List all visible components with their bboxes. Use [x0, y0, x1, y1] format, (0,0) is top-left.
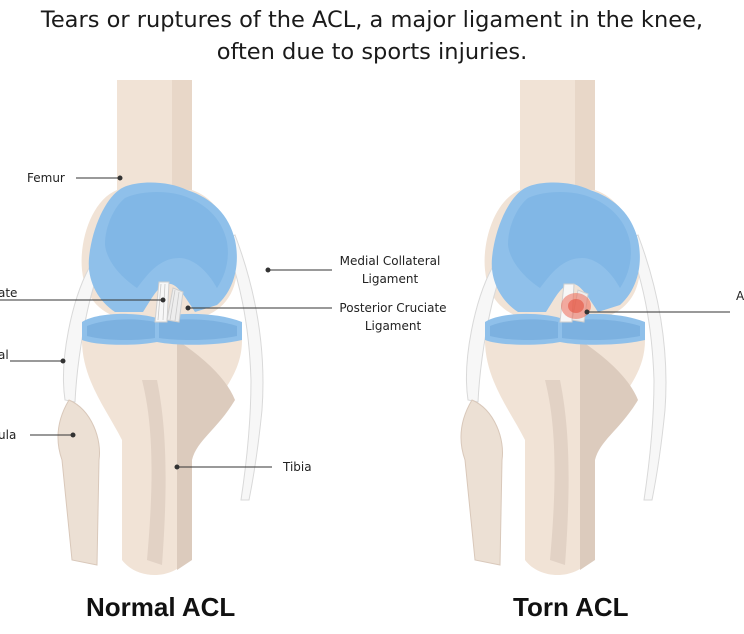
label-pcl-line-2: Ligament: [365, 319, 422, 333]
label-anterior-cruciate-fragment: ate: [0, 286, 17, 300]
title: Tears or ruptures of the ACL, a major li…: [0, 4, 744, 68]
caption-normal-acl: Normal ACL: [86, 592, 236, 622]
label-pcl-line-1: Posterior Cruciate: [339, 301, 446, 315]
label-torn-acl-fragment: A: [736, 289, 744, 303]
title-line-1: Tears or ruptures of the ACL, a major li…: [40, 7, 704, 33]
label-lateral-collateral-fragment: al: [0, 348, 9, 362]
label-fibula-fragment: ula: [0, 428, 16, 442]
torn-knee: [460, 79, 667, 576]
caption-torn-acl: Torn ACL: [513, 592, 629, 622]
label-tibia: Tibia: [282, 460, 312, 474]
label-mcl-line-2: Ligament: [362, 272, 419, 286]
title-line-2: often due to sports injuries.: [216, 39, 528, 65]
normal-knee: [57, 79, 264, 576]
label-mcl-line-1: Medial Collateral: [340, 254, 441, 268]
label-femur: Femur: [27, 171, 65, 185]
